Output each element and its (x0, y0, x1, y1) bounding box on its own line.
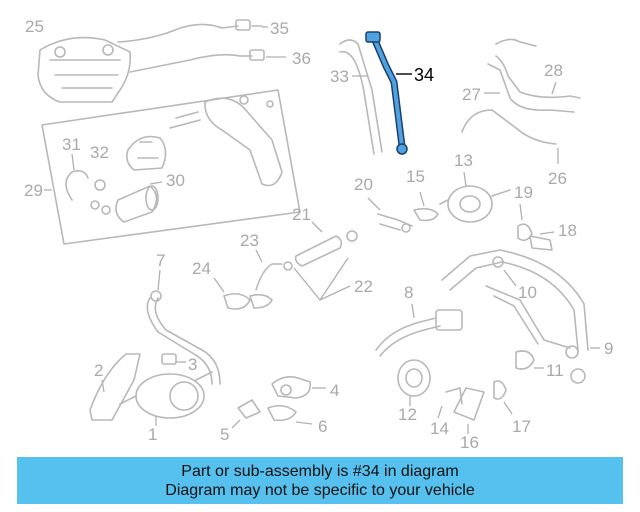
part-5-fitting (237, 399, 261, 419)
callout-25: 25 (25, 17, 44, 36)
part-23-hose (255, 261, 293, 291)
part-6-clamp (267, 404, 297, 422)
part-36-sensor (129, 49, 265, 73)
callout-16: 16 (460, 433, 479, 452)
part-1-air-pump (119, 371, 213, 419)
callout-14: 14 (430, 419, 449, 438)
callout-27: 27 (462, 85, 481, 104)
callout-9: 9 (604, 339, 613, 358)
callout-35: 35 (270, 19, 289, 38)
part-bracket-arm (169, 95, 283, 187)
part-17-gasket (493, 380, 507, 400)
callout-11: 11 (546, 361, 564, 380)
callout-26: 26 (548, 169, 567, 188)
callout-22: 22 (354, 277, 373, 296)
part-8-hose (375, 309, 463, 357)
callout-6: 6 (318, 417, 327, 436)
callout-36: 36 (292, 49, 311, 68)
callout-1: 1 (148, 425, 157, 444)
part-13-pump (439, 185, 511, 223)
part-25-bracket (37, 36, 132, 103)
part-33-pipe (339, 39, 383, 155)
part-11-gasket (515, 350, 535, 370)
part-20-fitting (377, 213, 413, 233)
part-19-gasket (517, 223, 533, 242)
callout-2: 2 (94, 361, 103, 380)
callout-19: 19 (514, 183, 533, 202)
part-31-hose (65, 170, 89, 201)
callout-12: 12 (398, 405, 417, 424)
group-frame-29 (41, 89, 301, 245)
part-32-clamp (90, 179, 111, 215)
callout-10: 10 (518, 283, 537, 302)
callout-3: 3 (188, 355, 197, 374)
part-18-fitting (529, 235, 553, 251)
part-9-pipe-assembly (441, 249, 589, 384)
part-2-bracket (89, 353, 141, 421)
callout-20: 20 (354, 175, 373, 194)
part-valve-upper (126, 135, 167, 171)
part-24-gasket (223, 292, 273, 310)
part-21-hose (294, 230, 358, 267)
callout-23: 23 (240, 231, 259, 250)
callout-29: 29 (24, 181, 43, 200)
part-22-bracket-lines (293, 257, 351, 301)
callout-15: 15 (406, 167, 425, 186)
part-35-sensor (117, 19, 263, 43)
callout-34: 34 (414, 65, 434, 85)
callout-21: 21 (292, 205, 311, 224)
callout-18: 18 (558, 221, 577, 240)
part-34-pipe-highlighted (365, 31, 408, 155)
callout-30: 30 (166, 171, 185, 190)
callout-33: 33 (330, 67, 349, 86)
banner-line-2: Diagram may not be specific to your vehi… (165, 482, 475, 499)
callout-32: 32 (90, 143, 109, 162)
callout-13: 13 (454, 151, 473, 170)
callout-8: 8 (404, 283, 413, 302)
callout-31: 31 (62, 135, 81, 154)
callout-24: 24 (192, 259, 211, 278)
part-27-28-pipes (461, 38, 581, 145)
part-3-sensor (161, 353, 177, 365)
info-banner: Part or sub-assembly is #34 in diagram D… (17, 457, 623, 504)
callout-4: 4 (330, 381, 339, 400)
callout-28: 28 (544, 61, 563, 80)
callout-17: 17 (512, 417, 531, 436)
part-15-gasket (413, 207, 439, 222)
callout-5: 5 (220, 425, 229, 444)
part-16-bracket (453, 387, 485, 421)
parts-diagram: 25 35 36 29 31 32 30 (24, 17, 613, 452)
part-30-valve (115, 185, 159, 223)
part-7-pipe (146, 290, 221, 385)
part-12-valve (397, 359, 431, 397)
banner-line-1: Part or sub-assembly is #34 in diagram (181, 463, 459, 480)
callout-7: 7 (156, 251, 165, 270)
part-4-connector (271, 376, 312, 399)
